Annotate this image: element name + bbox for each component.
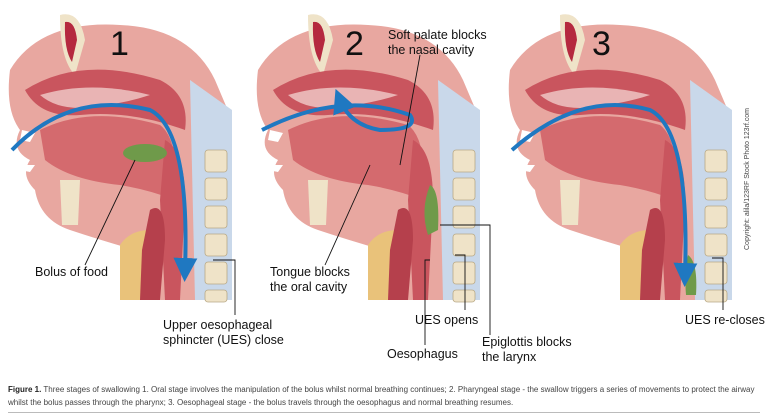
label-text: Upper oesophageal: [163, 318, 273, 332]
bolus-stage-1: [123, 144, 167, 162]
label-epiglottis: Epiglottis blocks the larynx: [482, 335, 572, 365]
stage-1-number: 1: [110, 25, 129, 63]
caption-text: Three stages of swallowing 1. Oral stage…: [8, 385, 755, 407]
label-text: the oral cavity: [270, 280, 348, 294]
label-tongue: Tongue blocks the oral cavity: [270, 265, 350, 295]
label-text: the larynx: [482, 350, 537, 364]
caption-title: Figure 1.: [8, 385, 42, 394]
figure-caption: Figure 1. Three stages of swallowing 1. …: [8, 383, 763, 409]
stage-3-head: [508, 13, 733, 303]
flow-arrow-stage-1: [10, 103, 198, 282]
divider: [8, 412, 760, 413]
copyright-notice: Copyright: alila/123RF Stock Photo 123rf…: [744, 107, 751, 250]
label-ues-close: Upper oesophageal sphincter (UES) close: [163, 318, 284, 348]
diagram-art: 1 2 3: [8, 13, 733, 345]
bolus-stage-2: [424, 185, 439, 235]
label-text: Tongue blocks: [270, 265, 350, 279]
label-oesophagus: Oesophagus: [387, 347, 458, 361]
leader-lines: [84, 54, 724, 345]
label-ues-recloses: UES re-closes: [685, 313, 765, 327]
label-soft-palate: Soft palate blocks the nasal cavity: [388, 28, 487, 58]
label-text: sphincter (UES) close: [163, 333, 284, 347]
label-bolus-of-food: Bolus of food: [35, 265, 108, 280]
stage-2-number: 2: [345, 25, 364, 63]
label-text: the nasal cavity: [388, 43, 475, 57]
flow-arrow-stage-2: [261, 88, 414, 133]
label-text: Bolus of food: [35, 265, 108, 279]
label-text: Soft palate blocks: [388, 28, 487, 42]
label-text: Epiglottis blocks: [482, 335, 572, 349]
flow-arrow-stage-3: [510, 103, 698, 287]
stage-3-number: 3: [592, 25, 611, 63]
label-ues-opens: UES opens: [415, 313, 479, 327]
